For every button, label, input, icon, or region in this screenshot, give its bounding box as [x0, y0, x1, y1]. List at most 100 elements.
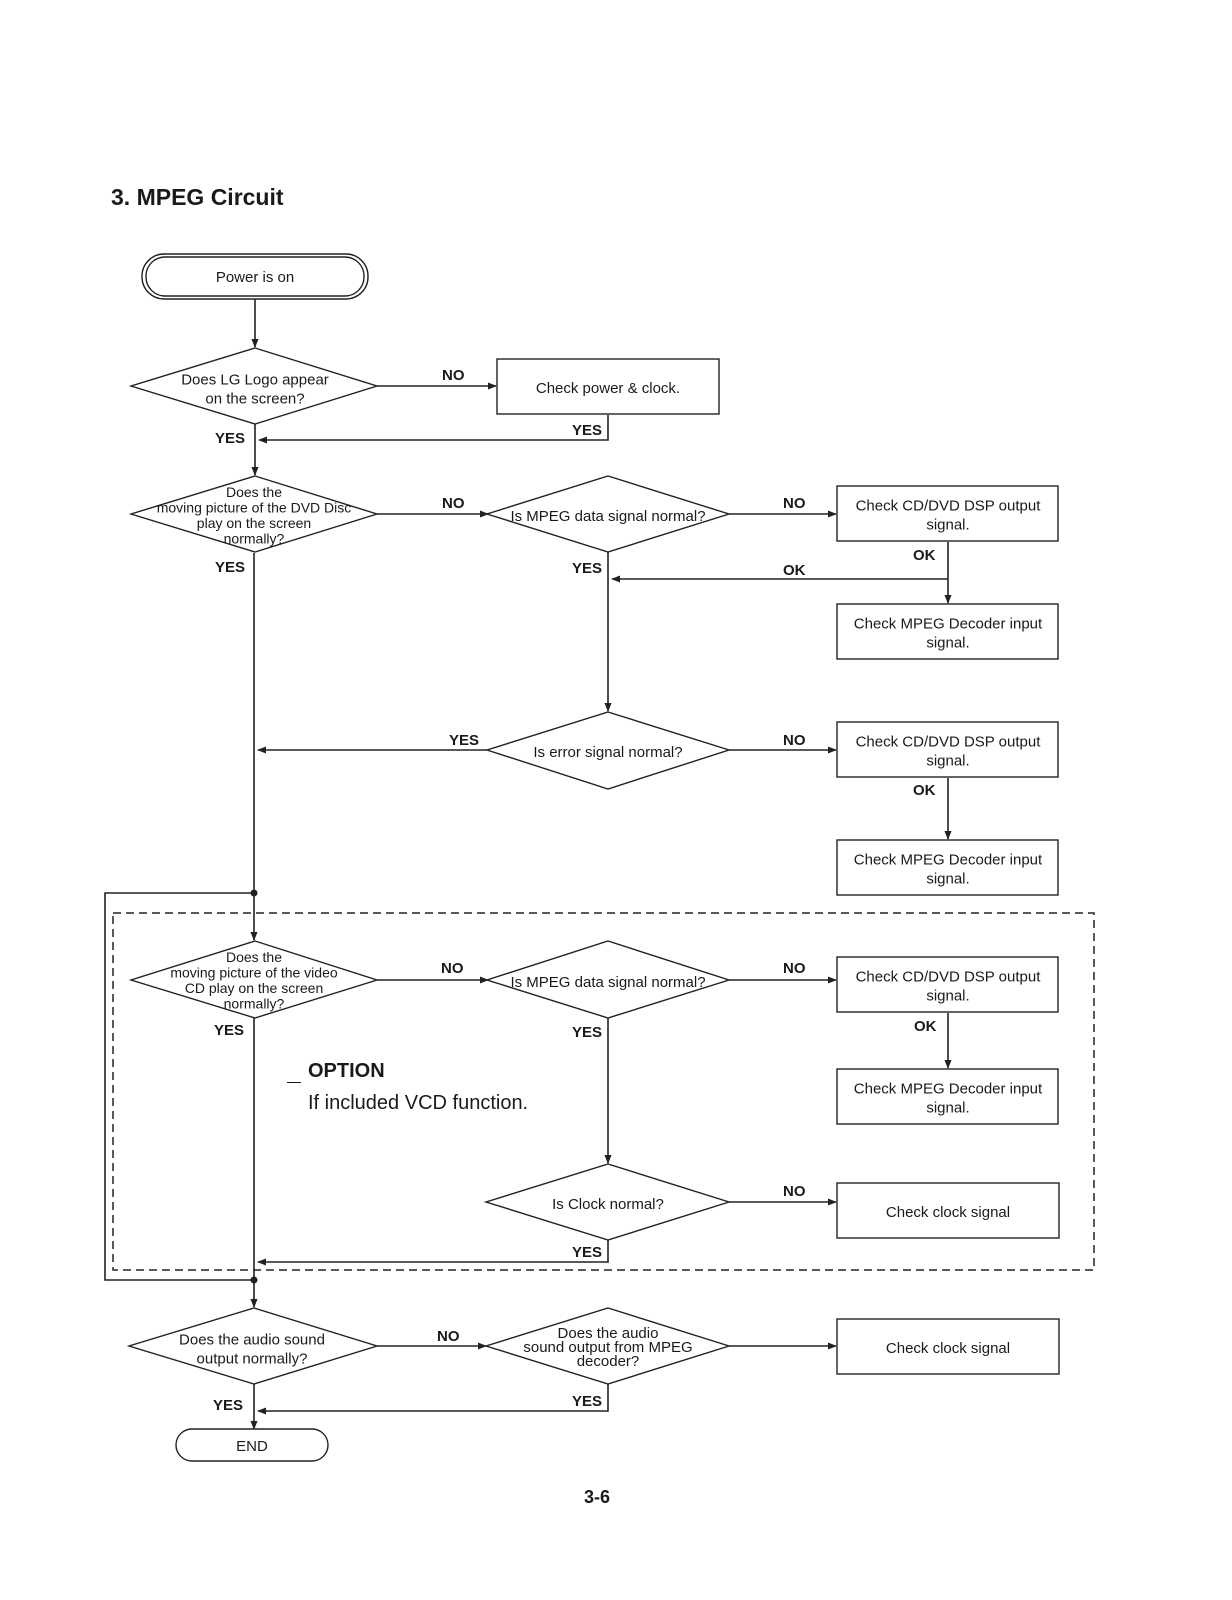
decoder-box-1: Check MPEG Decoder input signal. [836, 603, 1059, 660]
vcd-q-line: normally? [224, 995, 285, 1011]
start-label: Power is on [216, 269, 294, 286]
clock-check-box-2-label: Check clock signal [886, 1340, 1010, 1357]
decoder1-line: Check MPEG Decoder input [854, 616, 1043, 633]
edge-label-yes: YES [572, 422, 602, 439]
audio-q-line: output normally? [197, 1351, 308, 1368]
logo-q-line: on the screen? [205, 391, 304, 408]
audio-mpeg-q-line: Does the audio [558, 1325, 659, 1342]
logo-decision: Does LG Logo appear on the screen? [128, 347, 380, 425]
error-decision-label: Is error signal normal? [533, 744, 682, 761]
start-terminator: Power is on [141, 253, 369, 300]
dvd-q-line: play on the screen [197, 515, 311, 531]
dsp-box-1-label: Check CD/DVD DSP output signal. [856, 498, 1042, 534]
connectors [104, 297, 952, 1430]
edge-label-no: NO [783, 960, 806, 977]
clock-decision-label: Is Clock normal? [552, 1196, 664, 1213]
start-line: Power is on [216, 269, 294, 286]
decoder2-line: Check MPEG Decoder input [854, 852, 1043, 869]
check-power-label: Check power & clock. [536, 380, 680, 397]
decoder-box-2: Check MPEG Decoder input signal. [836, 839, 1059, 896]
check-power-box: Check power & clock. [496, 358, 720, 415]
option-title: OPTION [308, 1060, 385, 1082]
mpeg-decision-1-label: Is MPEG data signal normal? [510, 508, 705, 525]
audio-mpeg-q-line: sound output from MPEG [523, 1339, 692, 1356]
edge-label-no: NO [442, 495, 465, 512]
audio-decision-label: Does the audio sound output normally? [179, 1332, 325, 1368]
mpeg-q1-line: Is MPEG data signal normal? [510, 508, 705, 525]
decoder-box-3: Check MPEG Decoder input signal. [836, 1068, 1059, 1125]
mpeg-q2-line: Is MPEG data signal normal? [510, 974, 705, 991]
edge-label-yes: YES [572, 1024, 602, 1041]
dsp-box-1: Check CD/DVD DSP output signal. [836, 485, 1059, 542]
edge-label-yes: YES [215, 559, 245, 576]
edge-label-no: NO [783, 495, 806, 512]
page-number: 3-6 [584, 1487, 611, 1507]
edge-label-yes: YES [572, 1244, 602, 1261]
mpeg-decision-2-label: Is MPEG data signal normal? [510, 974, 705, 991]
edge-label-yes: YES [213, 1397, 243, 1414]
end-label: END [236, 1438, 268, 1455]
clock-check-box-2: Check clock signal [836, 1318, 1060, 1375]
edge-label-yes: YES [572, 560, 602, 577]
dsp1-line: signal. [926, 517, 969, 534]
audio-q-line: Does the audio sound [179, 1332, 325, 1349]
dvd-q-line: moving picture of the DVD Disc [157, 499, 352, 515]
dsp3-line: Check CD/DVD DSP output [856, 969, 1042, 986]
clock-q-line: Is Clock normal? [552, 1196, 664, 1213]
edge-label-no: NO [437, 1328, 460, 1345]
logo-q-line: Does LG Logo appear [181, 372, 329, 389]
vcd-q-line: Does the [226, 949, 282, 965]
option-dash [287, 1082, 301, 1083]
decoder1-line: signal. [926, 635, 969, 652]
edge-label-no: NO [783, 1183, 806, 1200]
edge-label-ok: OK [913, 547, 936, 564]
error-q-line: Is error signal normal? [533, 744, 682, 761]
edge-label-no: NO [783, 732, 806, 749]
check-power-line: Check power & clock. [536, 380, 680, 397]
dsp-box-3: Check CD/DVD DSP output signal. [836, 956, 1059, 1013]
dvd-q-line: Does the [226, 484, 282, 500]
edge-labels: NO YES YES NO NO OK OK YES YES YES NO OK… [213, 367, 937, 1414]
clock-check-box-1: Check clock signal [836, 1182, 1060, 1239]
edge-label-ok: OK [913, 782, 936, 799]
decoder2-line: signal. [926, 871, 969, 888]
dsp3-line: signal. [926, 988, 969, 1005]
error-decision: Is error signal normal? [484, 711, 732, 790]
edge-label-yes: YES [215, 430, 245, 447]
clock-decision: Is Clock normal? [483, 1163, 732, 1241]
mpeg-decision-2: Is MPEG data signal normal? [484, 940, 732, 1019]
page-title: 3. MPEG Circuit [111, 184, 284, 210]
dsp1-line: Check CD/DVD DSP output [856, 498, 1042, 515]
end-terminator: END [175, 1428, 329, 1462]
vcd-q-line: moving picture of the video [170, 964, 338, 980]
mpeg-decision-1: Is MPEG data signal normal? [484, 475, 732, 553]
clock-check2-line: Check clock signal [886, 1340, 1010, 1357]
decoder3-line: Check MPEG Decoder input [854, 1081, 1043, 1098]
edge-label-no: NO [442, 367, 465, 384]
edge-label-no: NO [441, 960, 464, 977]
decoder-box-3-label: Check MPEG Decoder input signal. [854, 1081, 1043, 1117]
decoder-box-1-label: Check MPEG Decoder input signal. [854, 616, 1043, 652]
edge-label-ok: OK [783, 562, 806, 579]
logo-decision-label: Does LG Logo appear on the screen? [181, 372, 329, 408]
vcd-q-line: CD play on the screen [185, 980, 324, 996]
edge-label-ok: OK [914, 1018, 937, 1035]
dsp2-line: signal. [926, 753, 969, 770]
clock-check-box-1-label: Check clock signal [886, 1204, 1010, 1221]
option-frame [112, 912, 1095, 1271]
edge-label-yes: YES [214, 1022, 244, 1039]
option-text: If included VCD function. [308, 1092, 529, 1114]
decoder3-line: signal. [926, 1100, 969, 1117]
edge-label-yes: YES [449, 732, 479, 749]
edge-label-yes: YES [572, 1393, 602, 1410]
dsp-box-3-label: Check CD/DVD DSP output signal. [856, 969, 1042, 1005]
